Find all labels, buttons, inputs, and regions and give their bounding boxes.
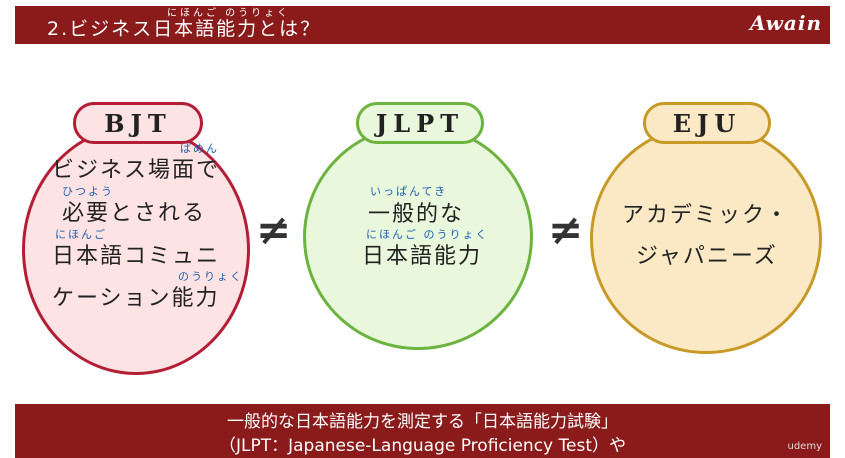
bjt-line-3: 日本語コミュニ [52, 244, 221, 269]
bjt-line-4: ケーション能力 [52, 286, 220, 311]
udemy-watermark: udemy [787, 441, 823, 452]
slide-header-bar: にほんご のうりょく 2.ビジネス日本語能力とは？ Awain [15, 6, 830, 44]
not-equal-icon: ≠ [256, 205, 292, 254]
jlpt-circle [303, 124, 533, 350]
subtitle-line-1: 一般的な日本語能力を測定する「日本語能力試験」 [227, 412, 618, 432]
header-ruby: にほんご のうりょく [167, 8, 291, 19]
bjt-line-2: 必要とされる [62, 201, 207, 226]
jlpt-ruby-2: にほんご のうりょく [366, 228, 489, 241]
bjt-ruby-2: ひつよう [62, 185, 114, 198]
bjt-ruby-4: のうりょく [178, 270, 243, 283]
eju-line-1: アカデミック・ [622, 203, 790, 228]
jlpt-ruby-1: いっぱんてき [370, 185, 448, 198]
subtitle-line-2: （JLPT：Japanese-Language Proficiency Test… [218, 436, 626, 456]
bjt-circle [22, 125, 250, 375]
slide-title: 2.ビジネス日本語能力とは？ [47, 18, 322, 40]
bjt-ruby-1: ばめん [180, 142, 219, 155]
jlpt-line-2: 日本語能力 [362, 244, 483, 269]
subtitle-bar: 一般的な日本語能力を測定する「日本語能力試験」 （JLPT：Japanese-L… [15, 404, 830, 458]
bjt-label: BJT [73, 102, 203, 144]
jlpt-line-1: 一般的な [368, 202, 465, 227]
jlpt-label: JLPT [356, 102, 484, 144]
eju-label: EJU [643, 102, 771, 144]
bjt-ruby-3: にほんご [55, 228, 107, 241]
brand-logo: Awain [749, 11, 822, 35]
not-equal-icon: ≠ [548, 205, 584, 254]
bjt-line-1: ビジネス場面で [52, 158, 221, 183]
eju-circle [590, 124, 822, 354]
eju-line-2: ジャパニーズ [636, 244, 778, 269]
